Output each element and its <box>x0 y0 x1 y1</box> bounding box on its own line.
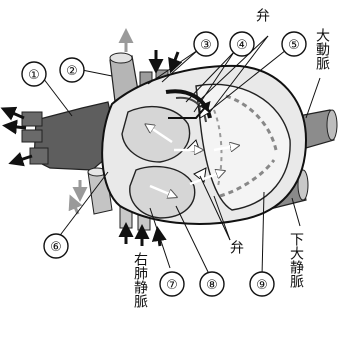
svg-text:⑥: ⑥ <box>50 240 62 255</box>
svg-text:②: ② <box>66 64 78 79</box>
right-pulmonary-vein-label: 右肺静脈 <box>132 252 148 309</box>
label-8: ⑧ <box>200 272 224 296</box>
label-3: ③ <box>194 32 218 56</box>
svg-text:⑤: ⑤ <box>288 38 300 53</box>
svg-text:③: ③ <box>200 38 212 53</box>
svg-text:①: ① <box>28 68 40 83</box>
svg-text:⑨: ⑨ <box>256 278 268 293</box>
label-9: ⑨ <box>250 272 274 296</box>
svg-text:⑦: ⑦ <box>166 278 178 293</box>
label-6: ⑥ <box>44 234 68 258</box>
valve-bottom-label: 弁 <box>228 240 244 254</box>
label-1: ① <box>22 62 46 86</box>
inferior-vena-cava-label: 下大静脈 <box>288 232 304 289</box>
aorta-label: 大動脈 <box>314 28 330 71</box>
svg-text:⑧: ⑧ <box>206 278 218 293</box>
label-4: ④ <box>230 32 254 56</box>
label-5: ⑤ <box>282 32 306 56</box>
label-7: ⑦ <box>160 272 184 296</box>
heart-body <box>102 66 306 224</box>
svg-text:④: ④ <box>236 38 248 53</box>
label-2: ② <box>60 58 84 82</box>
valve-top-label: 弁 <box>254 8 270 22</box>
